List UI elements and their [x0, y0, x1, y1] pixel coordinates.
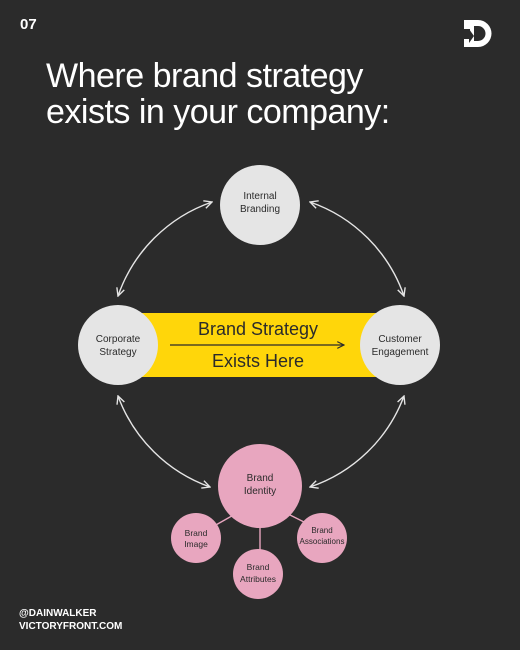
node-corporate-strategy-line-2: Strategy	[99, 347, 136, 358]
node-corporate-strategy-line-1: Corporate	[96, 334, 141, 345]
arrow-internal-customer	[310, 202, 404, 296]
node-brand-identity-line-1: Brand	[247, 473, 274, 484]
node-customer-engagement-line-2: Engagement	[372, 347, 429, 358]
node-brand-image-line-1: Brand	[185, 528, 208, 538]
node-brand-associations-line-1: Brand	[311, 526, 332, 535]
banner-line-1: Brand Strategy	[198, 319, 318, 339]
node-brand-image-line-2: Image	[184, 539, 208, 549]
footer-website: VICTORYFRONT.COM	[19, 621, 123, 632]
arrow-customer-identity	[310, 396, 404, 487]
footer: @DAINWALKER VICTORYFRONT.COM	[19, 607, 122, 633]
node-internal-branding-line-1: Internal	[243, 191, 276, 202]
arrow-internal-corporate	[118, 202, 212, 296]
footer-handle: @DAINWALKER	[19, 608, 97, 619]
node-corporate-strategy: Corporate Strategy	[78, 305, 158, 385]
node-customer-engagement: Customer Engagement	[360, 305, 440, 385]
arrow-corporate-identity	[118, 396, 210, 487]
node-brand-associations: Brand Associations	[297, 513, 347, 563]
page-number: 07	[20, 16, 37, 33]
node-brand-identity: Brand Identity	[218, 444, 302, 528]
node-brand-attributes-line-2: Attributes	[240, 574, 276, 584]
node-internal-branding-line-2: Branding	[240, 204, 280, 215]
node-brand-attributes: Brand Attributes	[233, 549, 283, 599]
dw-logo-icon	[464, 20, 492, 47]
node-customer-engagement-line-1: Customer	[378, 334, 422, 345]
node-brand-attributes-line-1: Brand	[247, 562, 270, 572]
node-internal-branding: Internal Branding	[220, 165, 300, 245]
node-brand-identity-line-2: Identity	[244, 486, 276, 497]
page-title: Where brand strategy exists in your comp…	[46, 58, 466, 130]
node-brand-associations-line-2: Associations	[300, 537, 345, 546]
title-line-2: exists in your company:	[46, 93, 390, 131]
node-brand-image: Brand Image	[171, 513, 221, 563]
banner-line-2: Exists Here	[212, 351, 304, 371]
title-line-1: Where brand strategy	[46, 57, 363, 95]
